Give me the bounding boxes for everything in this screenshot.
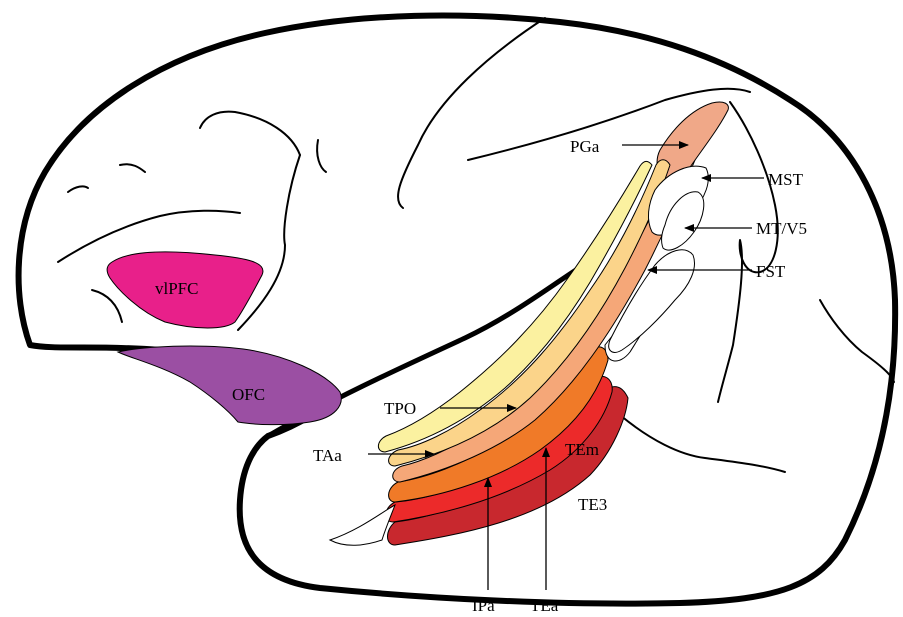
label-taa: TAa	[313, 446, 342, 465]
sulcus-small-3	[317, 140, 326, 172]
sulcus-inferior-occipital	[820, 300, 894, 382]
label-tem: TEm	[565, 440, 599, 459]
label-te3: TE3	[578, 495, 607, 514]
label-tpo: TPO	[384, 399, 416, 418]
label-ipa: IPa	[472, 596, 495, 615]
sulcus-arcuate-lower	[238, 155, 300, 330]
label-ofc: OFC	[232, 385, 265, 404]
sulcus-small-2	[68, 186, 88, 192]
label-mt-v5: MT/V5	[756, 219, 807, 238]
sts-floor	[330, 505, 395, 545]
label-pga: PGa	[570, 137, 600, 156]
label-fst: FST	[756, 262, 786, 281]
label-vlpfc: vlPFC	[155, 279, 198, 298]
sulcus-arcuate-upper	[200, 112, 300, 155]
sulcus-lunate	[718, 102, 778, 402]
region-ofc	[118, 346, 341, 425]
sulcus-occipitotemporal	[620, 415, 785, 472]
sulcus-central	[398, 18, 545, 208]
label-tea: TEa	[530, 596, 559, 615]
label-mst: MST	[768, 170, 804, 189]
sulcus-small-1	[120, 164, 145, 172]
sulcus-orbital	[92, 290, 122, 322]
